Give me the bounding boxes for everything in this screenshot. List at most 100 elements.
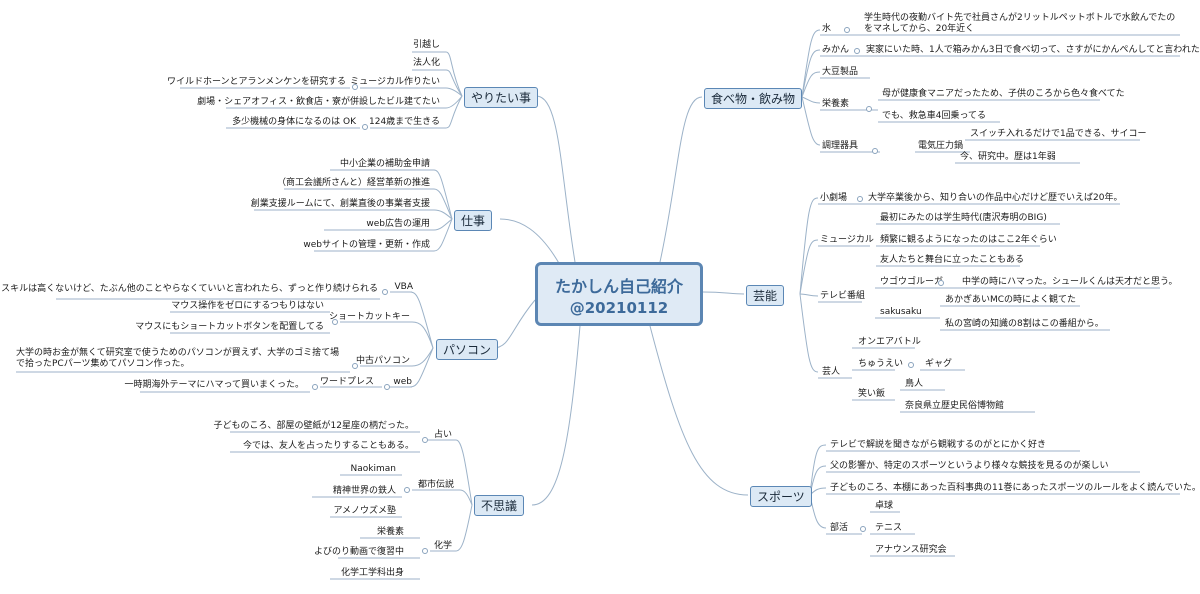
fushigi-kagaku[interactable]: 化学 — [433, 541, 452, 551]
pasokon-shortcut-item[interactable]: マウスにもショートカットボタンを配置してる — [135, 322, 324, 332]
geinou-musical[interactable]: ミュージカル — [820, 235, 874, 245]
central-topic[interactable]: たかしん自己紹介 @20210112 — [535, 262, 703, 326]
fushigi-uranai-item[interactable]: 今では、友人を占ったりすることもある。 — [242, 441, 414, 451]
topic-geinou[interactable]: 芸能 — [746, 285, 785, 306]
pasokon-shortcut-item[interactable]: マウス操作をゼロにするつもりはない — [171, 301, 324, 311]
geinou-musical-item[interactable]: 友人たちと舞台に立ったこともある — [880, 255, 1025, 265]
shigoto-item[interactable]: 創業支援ルームにて、創業直後の事業者支援 — [250, 199, 430, 209]
yaritai-item[interactable]: 法人化 — [412, 58, 440, 68]
geinou-waraimeshi-item[interactable]: 奈良県立歴史民俗博物館 — [905, 401, 1005, 411]
collapse-dot[interactable] — [857, 196, 863, 202]
geinou-sakusaku-item[interactable]: 私の宮崎の知識の8割はこの番組から。 — [945, 319, 1104, 329]
topic-tabemono[interactable]: 食べ物・飲み物 — [704, 88, 803, 109]
topic-pasokon[interactable]: パソコン — [436, 339, 499, 360]
fushigi-uranai[interactable]: 占い — [433, 430, 452, 440]
geinou-gyagu[interactable]: ギャグ — [925, 359, 953, 369]
fushigi-toshi-item[interactable]: Naokiman — [350, 464, 396, 474]
collapse-dot[interactable] — [938, 280, 944, 286]
pasokon-vba-note[interactable]: スキルは高くないけど、たぶん他のことやらなくていいと言われたら、ずっと作り続けら… — [1, 284, 378, 294]
geinou-sakusaku[interactable]: sakusaku — [880, 307, 922, 317]
collapse-dot[interactable] — [422, 437, 428, 443]
topic-fushigi[interactable]: 不思議 — [474, 495, 525, 516]
pasokon-vba[interactable]: VBA — [394, 282, 414, 292]
shigoto-item[interactable]: web広告の運用 — [366, 219, 430, 229]
tabemono-denki-item[interactable]: スイッチ入れるだけで1品できる、サイコー — [970, 129, 1147, 139]
sports-item[interactable]: テレビで解説を聞きながら観戦するのがとにかく好き — [830, 440, 1047, 450]
yaritai-item[interactable]: 引越し — [412, 40, 440, 50]
yaritai-sub[interactable]: ワイルドホーンとアランメンケンを研究する — [166, 77, 346, 87]
geinou-musical-item[interactable]: 最初にみたのは学生時代(唐沢寿明のBIG) — [880, 213, 1047, 223]
geinou-geinin[interactable]: 芸人 — [822, 367, 841, 377]
tabemono-eiyou-item[interactable]: でも、救急車4回乗ってる — [882, 111, 987, 121]
geinou-shougekijou-note[interactable]: 大学卒業後から、知り合いの作品中心だけど歴でいえば20年。 — [868, 193, 1123, 203]
collapse-dot[interactable] — [362, 124, 368, 130]
collapse-dot[interactable] — [908, 362, 914, 368]
sports-item[interactable]: 父の影響か、特定のスポーツというより様々な競技を見るのが楽しい — [830, 461, 1109, 471]
tabemono-mikan[interactable]: みかん — [822, 45, 850, 55]
fushigi-kagaku-item[interactable]: 栄養素 — [376, 527, 404, 537]
geinou-waraimeshi-item[interactable]: 鳥人 — [905, 379, 924, 389]
fushigi-kagaku-item[interactable]: よびのり動画で復習中 — [313, 547, 404, 557]
yaritai-sub[interactable]: 多少機械の身体になるのは OK — [232, 117, 356, 127]
geinou-onair[interactable]: オンエアバトル — [858, 337, 921, 347]
fushigi-toshi[interactable]: 都市伝説 — [417, 480, 454, 490]
collapse-dot[interactable] — [860, 526, 866, 532]
pasokon-shortcut[interactable]: ショートカットキー — [328, 312, 410, 322]
collapse-dot[interactable] — [352, 84, 358, 90]
tabemono-mikan-note[interactable]: 実家にいた時、1人で箱みかん3日で食べ切って、さすがにかんぺんしてと言われた — [866, 45, 1200, 55]
geinou-chuei[interactable]: ちゅうえい — [858, 359, 904, 369]
shigoto-item[interactable]: 中小企業の補助金申請 — [339, 159, 430, 169]
yaritai-item[interactable]: ミュージカル作りたい — [350, 77, 440, 87]
geinou-tv[interactable]: テレビ番組 — [820, 291, 866, 301]
fushigi-toshi-item[interactable]: 精神世界の鉄人 — [332, 486, 396, 496]
pasokon-wordpress[interactable]: ワードプレス — [319, 377, 374, 387]
tabemono-eiyou-item[interactable]: 母が健康食マニアだったため、子供のころから色々食べてた — [882, 89, 1125, 99]
sports-bukatsu[interactable]: 部活 — [830, 523, 849, 533]
topic-sports[interactable]: スポーツ — [750, 486, 812, 507]
tabemono-mizu[interactable]: 水 — [822, 24, 832, 34]
collapse-dot[interactable] — [384, 384, 390, 390]
geinou-ugo[interactable]: ウゴウゴルーガ — [880, 277, 944, 287]
geinou-sakusaku-item[interactable]: あかぎあいMCの時によく観てた — [945, 295, 1077, 305]
pasokon-used[interactable]: 中古パソコン — [355, 356, 410, 366]
tabemono-denki-item[interactable]: 今、研究中。歴は1年弱 — [960, 152, 1056, 162]
tabemono-daizu[interactable]: 大豆製品 — [822, 67, 859, 77]
geinou-shougekijou[interactable]: 小劇場 — [820, 193, 848, 203]
yaritai-item[interactable]: 124歳まで生きる — [369, 117, 440, 127]
pasokon-web[interactable]: web — [393, 377, 412, 387]
shigoto-item[interactable]: （商工会議所さんと）経営革新の推進 — [276, 178, 430, 188]
collapse-dot[interactable] — [844, 27, 850, 33]
tabemono-denki[interactable]: 電気圧力鍋 — [918, 141, 964, 151]
pasokon-used-note[interactable]: 大学の時お金が無くて研究室で使うためのパソコンが買えず、大学のゴミ捨て場で拾った… — [16, 348, 340, 369]
shigoto-item[interactable]: webサイトの管理・更新・作成 — [303, 240, 430, 250]
sports-bukatsu-item[interactable]: テニス — [875, 523, 903, 533]
collapse-dot[interactable] — [422, 548, 428, 554]
collapse-dot[interactable] — [866, 106, 872, 112]
fushigi-toshi-item[interactable]: アメノウズメ塾 — [333, 506, 396, 516]
geinou-musical-item[interactable]: 頻繁に観るようになったのはここ2年ぐらい — [880, 235, 1057, 245]
tabemono-eiyou[interactable]: 栄養素 — [822, 99, 850, 109]
geinou-ugo-note[interactable]: 中学の時にハマった。シュールくんは天才だと思う。 — [962, 277, 1178, 287]
yaritai-item[interactable]: 劇場・シェアオフィス・飲食店・寮が併設したビル建てたい — [197, 97, 440, 107]
sports-item[interactable]: 子どものころ、本棚にあった百科事典の11巻にあったスポーツのルールをよく読んでい… — [830, 483, 1200, 493]
collapse-dot[interactable] — [382, 289, 388, 295]
collapse-dot[interactable] — [872, 148, 878, 154]
collapse-dot[interactable] — [332, 319, 338, 325]
topic-yaritai[interactable]: やりたい事 — [464, 87, 539, 108]
topic-shigoto[interactable]: 仕事 — [454, 210, 493, 231]
collapse-dot[interactable] — [854, 48, 860, 54]
collapse-dot[interactable] — [404, 487, 410, 493]
sports-bukatsu-item[interactable]: アナウンス研究会 — [875, 545, 947, 555]
collapse-dot[interactable] — [352, 363, 358, 369]
fushigi-uranai-item[interactable]: 子どものころ、部屋の壁紙が12星座の柄だった。 — [213, 421, 414, 431]
collapse-dot[interactable] — [312, 384, 318, 390]
tabemono-chouri[interactable]: 調理器具 — [822, 141, 859, 151]
sports-bukatsu-item[interactable]: 卓球 — [875, 501, 894, 511]
pasokon-wordpress-note[interactable]: 一時期海外テーマにハマって買いまくった。 — [124, 380, 304, 390]
fushigi-kagaku-item[interactable]: 化学工学科出身 — [340, 568, 404, 578]
geinou-waraimeshi[interactable]: 笑い飯 — [858, 389, 886, 399]
central-title: たかしん自己紹介 — [554, 277, 683, 296]
tabemono-mizu-note[interactable]: 学生時代の夜勤バイト先で社員さんが2リットルペットボトルで水飲んでたのをマネして… — [864, 13, 1176, 34]
